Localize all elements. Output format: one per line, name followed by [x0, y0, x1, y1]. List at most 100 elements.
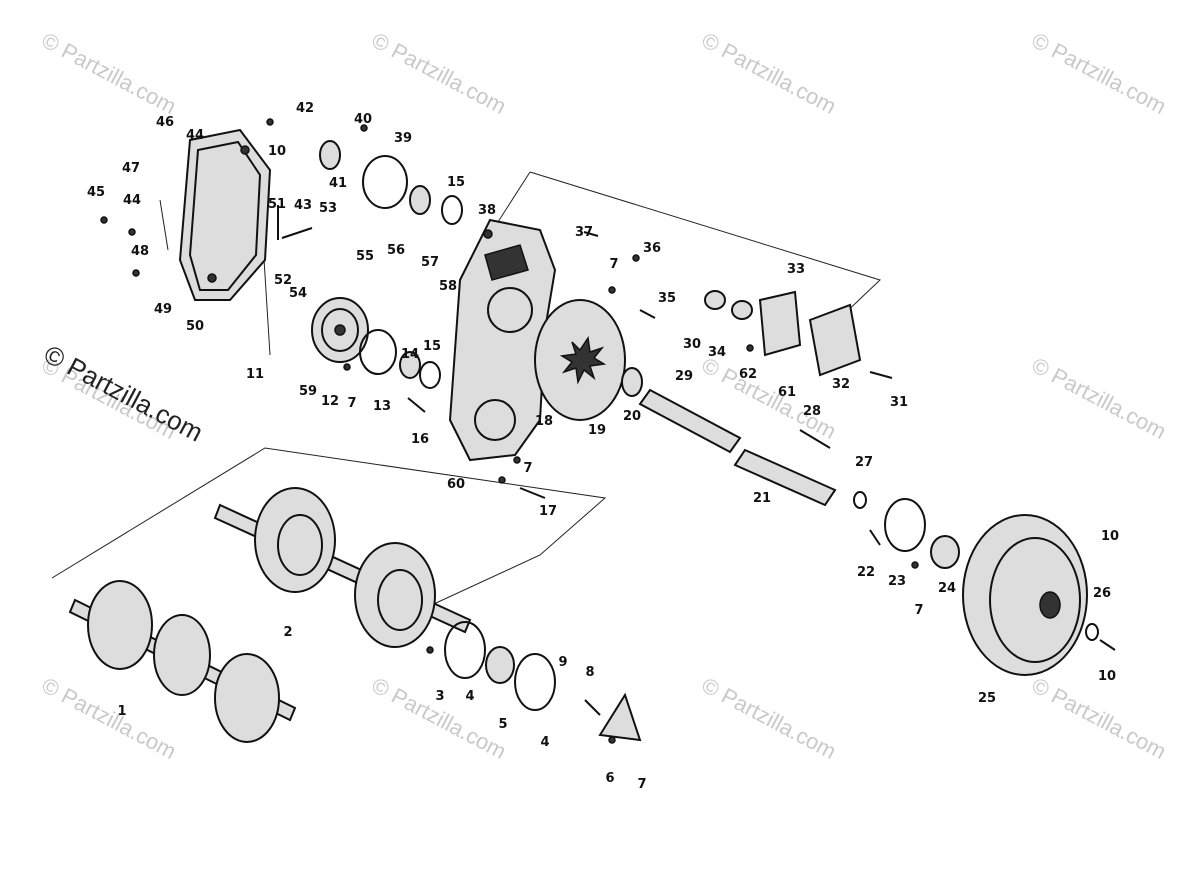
flange-39 [362, 155, 408, 209]
watermark-text: © Partzilla.com [698, 672, 841, 764]
callout-number: 59 [299, 384, 317, 399]
callout-number: 7 [347, 396, 356, 411]
callout-number: 8 [585, 665, 594, 680]
callout-number: 19 [588, 423, 606, 438]
copyright-notice: © Partzilla.com [39, 339, 208, 448]
callout-number: 16 [411, 432, 429, 447]
callout-number: 28 [803, 404, 821, 419]
callout-number: 26 [1093, 586, 1111, 601]
callout-number: 1 [117, 704, 126, 719]
callout-number: 12 [321, 394, 339, 409]
callout-number: 29 [675, 369, 693, 384]
callout-number: 34 [708, 345, 726, 360]
callout-number: 32 [832, 377, 850, 392]
plate-6 [598, 692, 642, 742]
callout-number: 3 [435, 689, 444, 704]
pad-34a [704, 290, 726, 310]
watermark-text: © Partzilla.com [368, 672, 511, 764]
watermark-text: © Partzilla.com [1028, 672, 1171, 764]
driven-clutch [962, 514, 1088, 676]
idler-shaft-assembly [68, 580, 297, 743]
flangette-4b [514, 653, 556, 711]
drive-sprocket [311, 297, 369, 363]
callout-number: 21 [753, 491, 771, 506]
chain-case-cover [178, 128, 272, 301]
callout-number: 14 [401, 347, 419, 362]
watermark-text: © Partzilla.com [698, 27, 841, 119]
callout-number: 54 [289, 286, 307, 301]
callout-number: 50 [186, 319, 204, 334]
ring-15-upper [441, 195, 463, 225]
callout-number: 30 [683, 337, 701, 352]
callout-number: 35 [658, 291, 676, 306]
callout-number: 33 [787, 262, 805, 277]
bracket-32 [808, 303, 862, 377]
callout-number: 61 [778, 385, 796, 400]
callout-number: 24 [938, 581, 956, 596]
callout-number: 7 [523, 461, 532, 476]
callout-number: 42 [296, 101, 314, 116]
callout-number: 45 [87, 185, 105, 200]
bracket-33 [758, 290, 802, 357]
callout-number: 40 [354, 112, 372, 127]
callout-number: 37 [575, 225, 593, 240]
callout-number: 46 [156, 115, 174, 130]
brake-disc-star [559, 335, 607, 385]
callout-number: 60 [447, 477, 465, 492]
callout-number: 51 [268, 197, 286, 212]
callout-number: 7 [914, 603, 923, 618]
watermark-text: © Partzilla.com [38, 672, 181, 764]
callout-number: 7 [637, 777, 646, 792]
watermark-text: © Partzilla.com [1028, 352, 1171, 444]
callout-number: 10 [1101, 529, 1119, 544]
callout-number: 49 [154, 302, 172, 317]
drive-shaft-assembly [213, 487, 472, 648]
bearing-5 [485, 646, 515, 684]
callout-number: 27 [855, 455, 873, 470]
flange-23 [884, 498, 926, 552]
key-28 [799, 429, 831, 449]
bushing-24 [930, 535, 960, 569]
callout-number: 15 [447, 175, 465, 190]
callout-number: 2 [283, 625, 292, 640]
callout-number: 43 [294, 198, 312, 213]
watermark-text: © Partzilla.com [1028, 27, 1171, 119]
watermark-text: © Partzilla.com [38, 27, 181, 119]
callout-number: 47 [122, 161, 140, 176]
ring-15 [419, 361, 441, 389]
callout-number: 44 [186, 128, 204, 143]
callout-number: 15 [423, 339, 441, 354]
callout-number: 56 [387, 243, 405, 258]
callout-number: 20 [623, 409, 641, 424]
callout-number: 6 [605, 771, 614, 786]
callout-number: 17 [539, 504, 557, 519]
bearing-14 [399, 351, 421, 379]
callout-number: 38 [478, 203, 496, 218]
flangette-4a [444, 621, 486, 679]
callout-number: 52 [274, 273, 292, 288]
watermark-text: © Partzilla.com [368, 27, 511, 119]
callout-number: 10 [1098, 669, 1116, 684]
callout-number: 22 [857, 565, 875, 580]
callout-number: 57 [421, 255, 439, 270]
callout-number: 18 [535, 414, 553, 429]
callout-number: 53 [319, 201, 337, 216]
callout-number: 13 [373, 399, 391, 414]
callout-number: 39 [394, 131, 412, 146]
callout-number: 48 [131, 244, 149, 259]
washer-26 [1085, 623, 1099, 641]
callout-number: 58 [439, 279, 457, 294]
bearing-39 [409, 185, 431, 215]
jackshaft [621, 367, 837, 507]
fasteners [100, 118, 1116, 744]
pad-34b [731, 300, 753, 320]
washer-27 [853, 491, 867, 509]
callout-number: 62 [739, 367, 757, 382]
callout-number: 5 [498, 717, 507, 732]
callout-number: 41 [329, 176, 347, 191]
callout-number: 10 [268, 144, 286, 159]
callout-number: 9 [558, 655, 567, 670]
callout-number: 7 [609, 257, 618, 272]
